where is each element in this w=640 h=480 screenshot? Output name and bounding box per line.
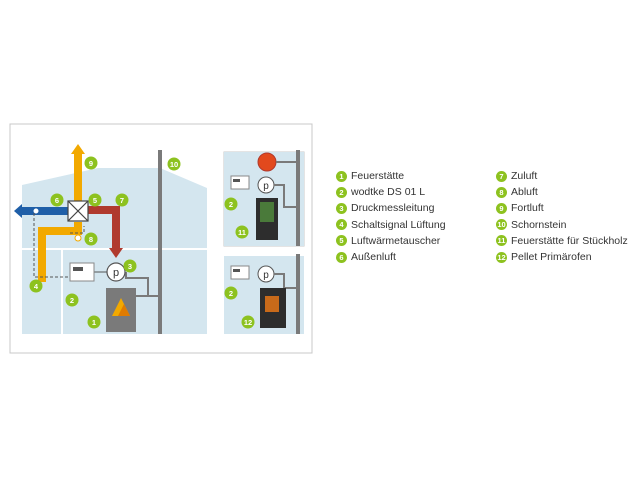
marker-badge xyxy=(87,315,101,329)
marker-badge xyxy=(29,279,43,293)
legend-label: Feuerstätte xyxy=(351,170,405,183)
legend-label: Abluft xyxy=(511,186,538,199)
legend-item: 1 Feuerstätte xyxy=(336,168,446,184)
legend-number-badge: 9 xyxy=(496,202,507,214)
boiler-icon xyxy=(257,152,277,172)
marker-label: 1 xyxy=(92,318,96,327)
legend-item: 3 Druckmessleitung xyxy=(336,200,446,216)
legend-item: 4 Schaltsignal Lüftung xyxy=(336,217,446,233)
pressure-symbol: p xyxy=(113,267,119,279)
legend-number-badge: 6 xyxy=(336,251,347,263)
wodtke-device xyxy=(69,262,95,282)
legend-item: 7 Zuluft xyxy=(496,168,628,184)
marker-badge xyxy=(88,193,102,207)
legend-label: Luftwärmetauscher xyxy=(351,234,441,247)
legend-item: 2 wodtke DS 01 L xyxy=(336,184,446,200)
marker-label: 3 xyxy=(128,262,132,271)
legend-number-badge: 10 xyxy=(496,219,507,231)
legend-label: Schornstein xyxy=(511,218,567,231)
legend-number-badge: 3 xyxy=(336,202,347,214)
wodtke-device xyxy=(230,175,250,190)
legend-label: Zuluft xyxy=(511,170,538,183)
marker-badge xyxy=(84,232,98,246)
legend-label: Außenluft xyxy=(351,251,396,264)
legend-number-badge: 5 xyxy=(336,235,347,247)
outdoor-air-sensor xyxy=(32,207,40,215)
legend-item: 12 Pellet Primärofen xyxy=(496,249,628,265)
legend-item: 11 Feuerstätte für Stückholz xyxy=(496,233,628,249)
marker-label: 10 xyxy=(170,160,178,169)
legend-item: 5 Luftwärmetauscher xyxy=(336,233,446,249)
chimney xyxy=(158,150,162,334)
legend-number-badge: 11 xyxy=(496,235,507,247)
legend-item: 9 Fortluft xyxy=(496,200,628,216)
legend-label: Druckmessleitung xyxy=(351,202,435,215)
marker-badge xyxy=(50,193,64,207)
marker-badge xyxy=(235,225,249,239)
marker-badge xyxy=(123,259,137,273)
outdoor-air-duct xyxy=(20,207,68,215)
extract-air-duct xyxy=(38,222,82,282)
legend-number-badge: 1 xyxy=(336,170,347,182)
marker-label: 2 xyxy=(70,296,74,305)
marker-label: 6 xyxy=(55,196,59,205)
wodtke-device xyxy=(230,265,250,280)
marker-label: 8 xyxy=(89,235,93,244)
marker-label: 5 xyxy=(93,196,97,205)
legend-number-badge: 2 xyxy=(336,186,347,198)
marker-label: 2 xyxy=(229,289,233,298)
marker-badge xyxy=(241,315,255,329)
pressure-symbol: p xyxy=(263,270,269,281)
legend-number-badge: 4 xyxy=(336,219,347,231)
marker-label: 7 xyxy=(120,196,124,205)
legend-number-badge: 12 xyxy=(496,251,507,263)
legend-item: 10 Schornstein xyxy=(496,217,628,233)
legend-label: Fortluft xyxy=(511,202,544,215)
supply-air-duct xyxy=(88,206,120,250)
legend-label: Schaltsignal Lüftung xyxy=(351,218,446,231)
marker-label: 9 xyxy=(89,159,93,168)
marker-badge xyxy=(224,197,238,211)
supply-air-arrow xyxy=(109,248,123,258)
legend-left: 1 Feuerstätte 2 wodtke DS 01 L 3 Druckmesslei… xyxy=(336,168,446,265)
marker-label: 11 xyxy=(238,228,246,237)
legend-number-badge: 7 xyxy=(496,170,507,182)
legend-number-badge: 8 xyxy=(496,186,507,198)
exhaust-duct-up xyxy=(74,152,82,202)
extract-air-sensor xyxy=(74,234,82,242)
marker-badge xyxy=(84,156,98,170)
marker-badge xyxy=(65,293,79,307)
switch-signal-line xyxy=(33,213,70,278)
pressure-symbol: p xyxy=(263,181,269,192)
legend-item: 6 Außenluft xyxy=(336,249,446,265)
marker-badge xyxy=(115,193,129,207)
legend-label: Pellet Primärofen xyxy=(511,251,592,264)
marker-label: 4 xyxy=(34,282,39,291)
legend-item: 8 Abluft xyxy=(496,184,628,200)
marker-badge xyxy=(224,286,238,300)
outdoor-air-arrow xyxy=(14,204,22,218)
marker-label: 12 xyxy=(244,318,252,327)
marker-label: 2 xyxy=(229,200,233,209)
marker-badge xyxy=(167,157,181,171)
exhaust-arrow-up xyxy=(71,144,85,154)
legend-label: wodtke DS 01 L xyxy=(351,186,426,199)
legend-right: 7 Zuluft 8 Abluft 9 Fortluft 10 Schornstein 11 Fe… xyxy=(496,168,628,265)
legend-label: Feuerstätte für Stückholz xyxy=(511,234,628,247)
pressure-sensor xyxy=(106,262,126,282)
